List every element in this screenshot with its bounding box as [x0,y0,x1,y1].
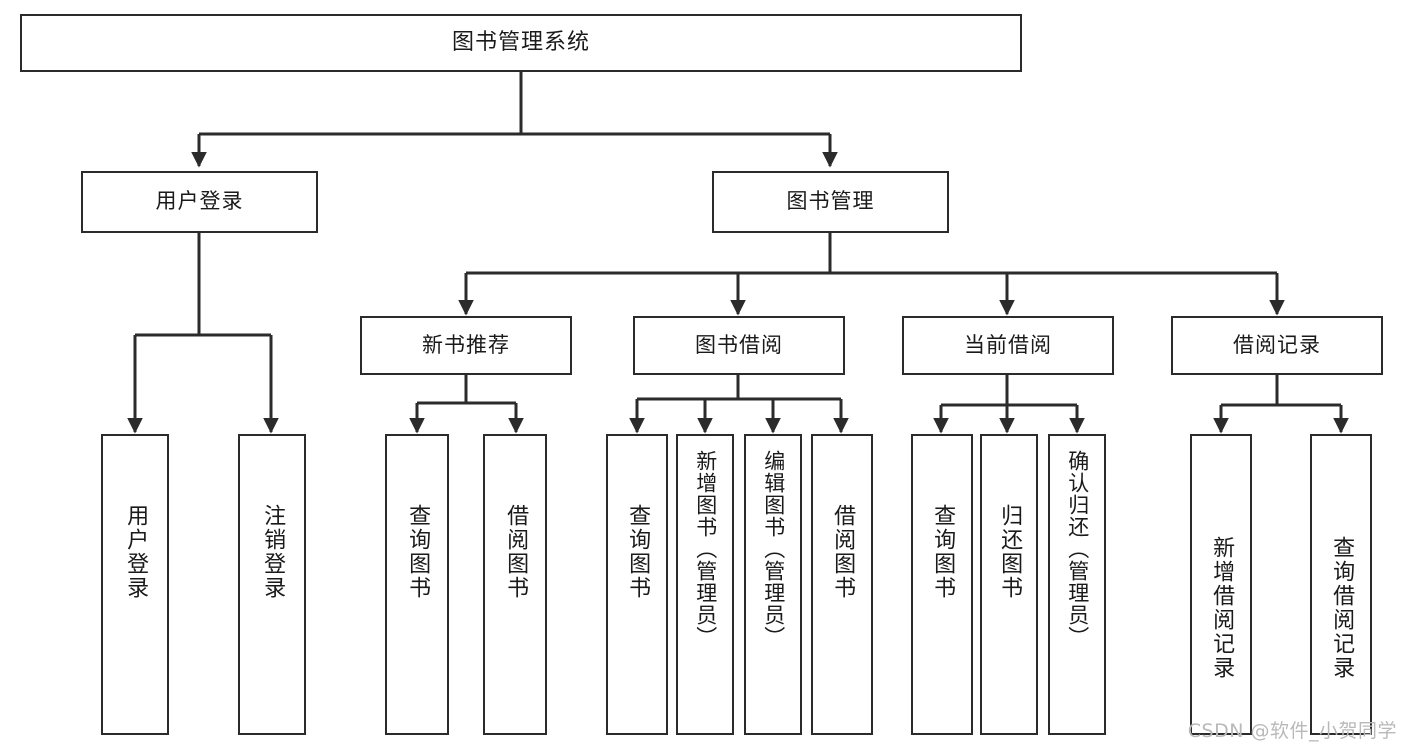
node-label: 查询图书 [405,504,431,600]
node-book-management[interactable]: 图书管理 [712,171,949,233]
node-root-system[interactable]: 图书管理系统 [20,14,1022,72]
node-label: 编辑图书（管理员） [761,450,786,648]
node-label: 查询借阅记录 [1329,536,1355,680]
node-current-borrow[interactable]: 当前借阅 [902,316,1114,375]
node-user-login[interactable]: 用户登录 [81,171,318,233]
leaf-current-borrow-return[interactable]: 归还图书 [980,434,1038,735]
node-label: 借阅图书 [830,504,856,600]
leaf-borrow-record-query[interactable]: 查询借阅记录 [1310,434,1372,735]
node-label: 图书借阅 [695,332,783,357]
node-label: 归还图书 [997,504,1023,600]
leaf-current-borrow-confirm[interactable]: 确认归还（管理员） [1048,434,1106,735]
node-label: 借阅图书 [503,504,529,600]
node-label: 新增图书（管理员） [693,450,718,648]
node-label: 图书管理系统 [451,29,590,55]
leaf-book-borrow-add[interactable]: 新增图书（管理员） [676,434,734,735]
node-label: 确认归还（管理员） [1065,450,1090,648]
leaf-book-borrow-borrow[interactable]: 借阅图书 [811,434,873,735]
node-label: 注销登录 [260,504,286,600]
node-label: 查询图书 [625,504,651,600]
node-book-borrow[interactable]: 图书借阅 [633,316,845,375]
node-label: 当前借阅 [964,332,1052,357]
leaf-user-login-login[interactable]: 用户登录 [101,434,169,735]
leaf-new-book-query[interactable]: 查询图书 [385,434,449,735]
leaf-user-login-logout[interactable]: 注销登录 [238,434,306,735]
leaf-book-borrow-query[interactable]: 查询图书 [606,434,668,735]
watermark: CSDN @软件_小贺同学 [1187,720,1397,742]
leaf-book-borrow-edit[interactable]: 编辑图书（管理员） [744,434,802,735]
node-label: 用户登录 [155,189,244,214]
leaf-new-book-borrow[interactable]: 借阅图书 [483,434,547,735]
node-new-book-recommend[interactable]: 新书推荐 [360,316,572,375]
node-label: 新增借阅记录 [1209,536,1235,680]
node-label: 借阅记录 [1233,332,1321,357]
node-label: 新书推荐 [422,332,510,357]
node-label: 查询图书 [930,504,956,600]
leaf-borrow-record-add[interactable]: 新增借阅记录 [1190,434,1252,735]
node-label: 用户登录 [123,504,149,600]
leaf-current-borrow-query[interactable]: 查询图书 [911,434,973,735]
node-borrow-record[interactable]: 借阅记录 [1171,316,1383,375]
node-label: 图书管理 [786,189,875,214]
